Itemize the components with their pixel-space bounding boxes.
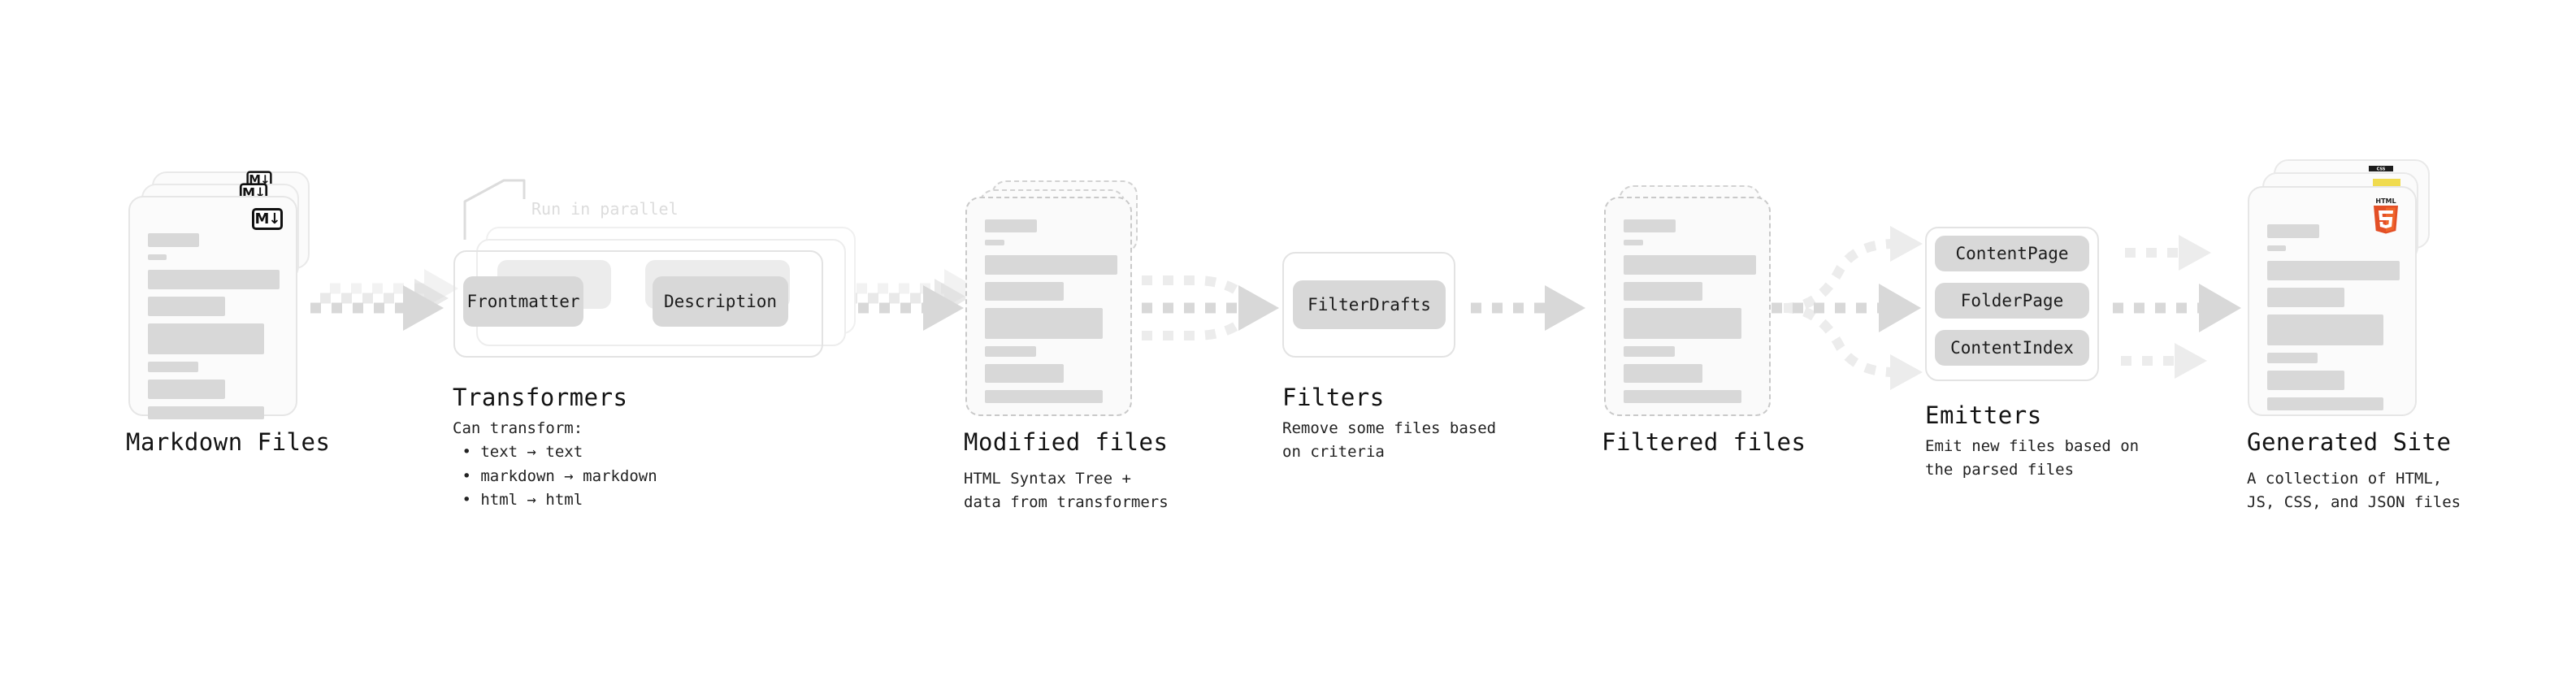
transformer-group-front <box>453 250 823 358</box>
site-card-front: HTML <box>2248 186 2417 416</box>
placeholder-bar <box>148 233 199 247</box>
transformer-description-pill[interactable]: Description <box>653 276 788 327</box>
filtered-card-bars <box>1624 219 1756 410</box>
markdown-card-front: M↓ <box>128 196 297 419</box>
markdown-badge-label: M↓ <box>254 210 281 228</box>
markdown-badge-label-back: M↓ <box>249 172 270 187</box>
stage-desc-transformers: Can transform: • text → text • markdown … <box>453 419 657 510</box>
placeholder-bar <box>148 270 280 289</box>
placeholder-bar <box>148 362 198 372</box>
placeholder-bar <box>985 255 1117 275</box>
filter-filterdrafts-pill[interactable]: FilterDrafts <box>1293 280 1446 329</box>
connector-markdown-to-transformers <box>310 269 458 331</box>
run-in-parallel-annotation: Run in parallel <box>531 199 679 219</box>
stage-title-filtered-files: Filtered files <box>1602 428 1806 456</box>
placeholder-bar <box>1624 346 1675 357</box>
stage-desc-generated-site: A collection of HTML, JS, CSS, and JSON … <box>2247 470 2461 512</box>
emitter-contentpage-label: ContentPage <box>1955 244 2069 263</box>
html5-badge: HTML <box>2374 197 2398 234</box>
placeholder-bar <box>2267 314 2383 345</box>
placeholder-bar <box>2267 353 2318 363</box>
placeholder-bar <box>985 390 1103 403</box>
connector-modified-to-filters <box>1142 275 1279 340</box>
stage-desc-emitters: Emit new files based on the parsed files <box>1925 437 2140 479</box>
stage-title-markdown-files: Markdown Files <box>126 428 331 456</box>
stage-desc-modified-files: HTML Syntax Tree + data from transformer… <box>964 470 1169 512</box>
modified-card-bars <box>985 219 1117 410</box>
placeholder-bar <box>2267 288 2344 307</box>
placeholder-bar <box>2267 397 2383 410</box>
emitter-contentindex-label: ContentIndex <box>1950 338 2074 358</box>
markdown-card-bars <box>148 233 280 427</box>
emitter-folderpage-pill[interactable]: FolderPage <box>1935 283 2089 319</box>
stage-title-emitters: Emitters <box>1925 401 2042 429</box>
placeholder-bar <box>985 308 1103 339</box>
placeholder-bar <box>148 254 167 260</box>
placeholder-bar <box>2267 224 2319 238</box>
placeholder-bar <box>148 323 264 354</box>
placeholder-bar <box>1624 255 1756 275</box>
placeholder-bar <box>1624 240 1643 245</box>
transformer-frontmatter-label: Frontmatter <box>466 292 580 311</box>
placeholder-bar <box>1624 308 1741 339</box>
stage-desc-filters: Remove some files based on criteria <box>1282 419 1497 462</box>
placeholder-bar <box>148 380 225 399</box>
transformer-description-label: Description <box>663 292 778 311</box>
placeholder-bar <box>985 346 1036 357</box>
connector-emitters-to-site <box>2113 235 2241 379</box>
connector-filters-to-filtered <box>1471 285 1585 331</box>
emitter-contentpage-pill[interactable]: ContentPage <box>1935 236 2089 271</box>
placeholder-bar <box>1624 219 1676 232</box>
placeholder-bar <box>985 240 1004 245</box>
filter-filterdrafts-label: FilterDrafts <box>1308 295 1431 314</box>
transformer-frontmatter-pill[interactable]: Frontmatter <box>463 276 583 327</box>
placeholder-bar <box>985 282 1064 301</box>
placeholder-bar <box>148 297 225 316</box>
placeholder-bar <box>2267 245 2286 251</box>
placeholder-bar <box>1624 364 1702 383</box>
placeholder-bar <box>2267 261 2400 280</box>
svg-text:CSS: CSS <box>2377 167 2386 172</box>
placeholder-bar <box>148 406 264 419</box>
markdown-badge: M↓ <box>252 208 283 230</box>
placeholder-bar <box>985 219 1037 232</box>
svg-text:HTML: HTML <box>2375 197 2396 205</box>
placeholder-bar <box>985 364 1064 383</box>
emitter-contentindex-pill[interactable]: ContentIndex <box>1935 330 2089 366</box>
stage-title-generated-site: Generated Site <box>2247 428 2452 456</box>
site-card-bars <box>2267 224 2400 418</box>
placeholder-bar <box>2267 371 2344 390</box>
placeholder-bar <box>1624 390 1741 403</box>
stage-title-filters: Filters <box>1282 384 1385 411</box>
placeholder-bar <box>1624 282 1702 301</box>
connector-transformers-to-modified <box>837 269 978 331</box>
stage-title-modified-files: Modified files <box>964 428 1169 456</box>
filtered-card-front <box>1604 197 1771 416</box>
modified-card-front <box>965 197 1132 416</box>
connector-filtered-to-emitters <box>1772 226 1923 390</box>
emitter-folderpage-label: FolderPage <box>1960 291 2064 310</box>
stage-title-transformers: Transformers <box>453 384 628 411</box>
